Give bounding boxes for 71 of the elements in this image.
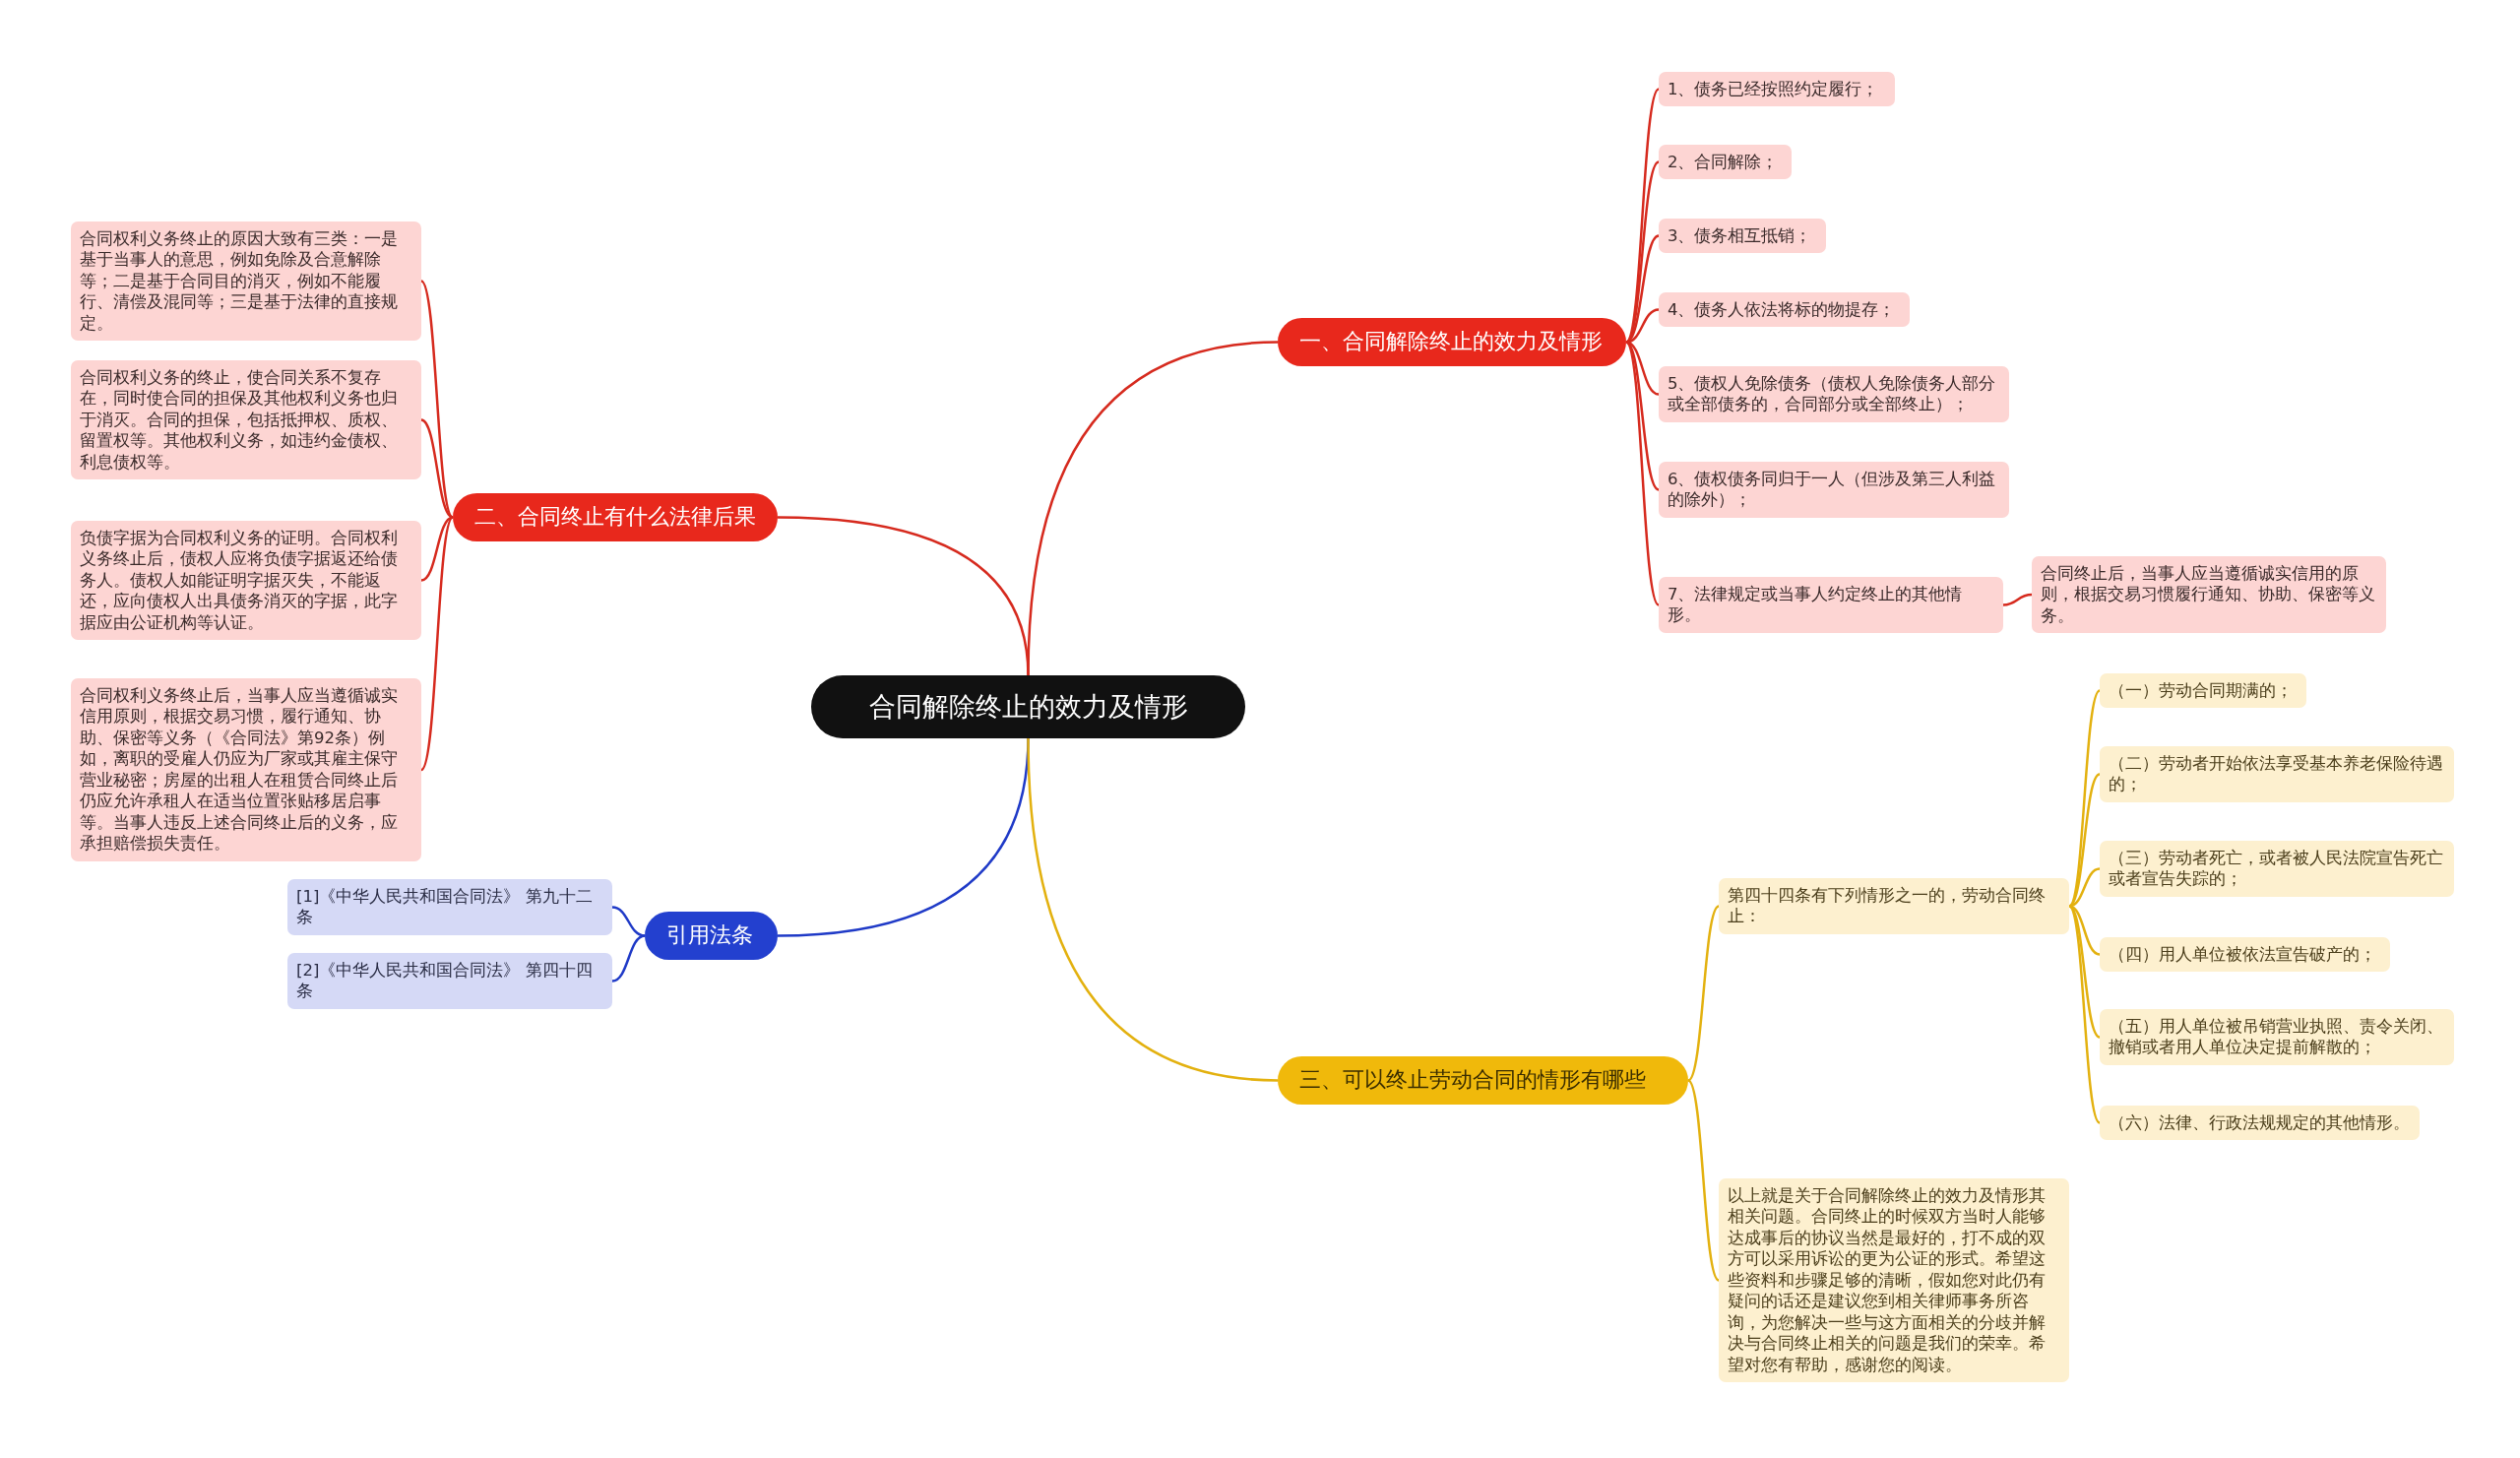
topic-text: 1、债务已经按照约定履行； (1668, 79, 1880, 100)
topic-text: 2、合同解除； (1668, 152, 1780, 173)
note-box (1659, 577, 2003, 633)
connector-line (611, 934, 646, 983)
topic-text: 以上就是关于合同解除终止的效力及情形其相关问题。合同终止的时候双方当时人能够达成事后的协议当然是最好的，打不成的双方可以采用诉讼的更为公证的形式。希望这些资料和步骤足够的清晰，假如您对此仍有疑问的话还是建议您到相关律师事务所咨询，为您解决一些与这方面相关的分歧并解决与合同终止相关的问题是我们的荣幸。希望对您有帮助，感谢您的阅读。 (1728, 1185, 2047, 1375)
connector-line (420, 516, 454, 771)
topic-text: （一）劳动合同期满的； (2109, 680, 2294, 702)
topic-text: 7、法律规定或当事人约定终止的其他情形。 (1668, 584, 1964, 626)
branch-topic (453, 493, 778, 541)
topic-text: [2]《中华人民共和国合同法》 第四十四条 (296, 960, 594, 1002)
connector-line (1625, 234, 1660, 344)
topic-text: 3、债务相互抵销； (1668, 225, 1813, 247)
connector-line (1687, 1079, 1720, 1282)
note-box (2100, 1106, 2420, 1141)
topic-text: 合同解除终止的效力及情形 (867, 690, 1189, 724)
note-box (71, 678, 421, 861)
connector-line (1687, 905, 1720, 1082)
topic-text: 合同终止后，当事人应当遵循诚实信用的原则，根据交易习惯履行通知、协助、保密等义务。 (2041, 563, 2376, 627)
note-box (2100, 1009, 2454, 1065)
branch-topic (1278, 318, 1626, 366)
connector-line (420, 418, 454, 519)
note-box (2100, 746, 2454, 802)
connector-line (2068, 773, 2101, 908)
branch-topic (1278, 1056, 1688, 1105)
topic-text: 二、合同终止有什么法律后果 (474, 503, 756, 531)
note-box (2032, 556, 2386, 634)
topic-text: 负债字据为合同权利义务的证明。合同权利义务终止后，债权人应将负债字据返还给债务人。债权人如能证明字据灭失，不能返还，应向债权人出具债务消灭的字据，此字据应由公证机构等认证。 (80, 528, 399, 634)
connector-line (1625, 341, 1660, 606)
topic-text: 三、可以终止劳动合同的情形有哪些 (1299, 1066, 1647, 1094)
note-box (1719, 1178, 2069, 1382)
connector-line (611, 906, 646, 937)
topic-text: 一、合同解除终止的效力及情形 (1299, 328, 1604, 355)
note-box (1659, 219, 1826, 254)
topic-text: 5、债权人免除债务（债权人免除债务人部分或全部债务的，合同部分或全部终止）； (1668, 373, 1997, 415)
connector-line (2068, 905, 2101, 1124)
connector-line (420, 280, 454, 519)
note-box (287, 953, 612, 1009)
note-box (1659, 145, 1792, 180)
note-box (1659, 366, 2009, 422)
note-box (1659, 462, 2009, 518)
connector-line (2068, 905, 2101, 1039)
note-box (71, 360, 421, 480)
connector-line (1625, 160, 1660, 344)
note-box (71, 521, 421, 641)
topic-text: （四）用人单位被依法宣告破产的； (2109, 944, 2377, 966)
note-box (2100, 937, 2390, 973)
topic-text: （五）用人单位被吊销营业执照、责令关闭、撤销或者用人单位决定提前解散的； (2109, 1016, 2444, 1058)
connector-line (2002, 593, 2033, 606)
note-box (2100, 841, 2454, 897)
note-box (1719, 878, 2069, 934)
connector-line (777, 516, 1030, 676)
topic-text: [1]《中华人民共和国合同法》 第九十二条 (296, 886, 594, 928)
topic-text: 合同权利义务终止的原因大致有三类：一是基于当事人的意思，例如免除及合意解除等；二是基于合同目的消灭，例如不能履行、清偿及混同等；三是基于法律的直接规定。 (80, 228, 399, 335)
topic-text: （二）劳动者开始依法享受基本养老保险待遇的； (2109, 753, 2444, 795)
note-box (71, 222, 421, 342)
note-box (1659, 72, 1895, 107)
topic-text: （三）劳动者死亡，或者被人民法院宣告死亡或者宣告失踪的； (2109, 848, 2444, 890)
topic-text: 合同权利义务终止后，当事人应当遵循诚实信用原则，根据交易习惯，履行通知、协助、保密等义务（《合同法》第92条）例如，离职的受雇人仍应为厂家或其雇主保守营业秘密；房屋的出租人在租赁合同终止后仍应允许承租人在适当位置张贴移居启事等。当事人违反上述合同终止后的义务，应承担赔偿损失责任。 (80, 685, 399, 855)
topic-text: 引用法条 (666, 921, 754, 949)
note-box (1659, 292, 1910, 328)
topic-text: 4、债务人依法将标的物提存； (1668, 299, 1897, 321)
topic-text: 第四十四条有下列情形之一的，劳动合同终止： (1728, 885, 2047, 927)
branch-topic (645, 912, 778, 960)
connector-line (1027, 737, 1279, 1082)
connector-line (420, 516, 454, 582)
topic-text: 6、债权债务同归于一人（但涉及第三人利益的除外）； (1668, 469, 1997, 511)
connector-line (1625, 341, 1660, 491)
note-box (2100, 673, 2306, 709)
note-box (287, 879, 612, 935)
topic-text: 合同权利义务的终止，使合同关系不复存在，同时使合同的担保及其他权利义务也归于消灭。合同的担保，包括抵押权、质权、留置权等。其他权利义务，如违约金债权、利息债权等。 (80, 367, 399, 474)
topic-text: （六）法律、行政法规规定的其他情形。 (2109, 1112, 2411, 1134)
